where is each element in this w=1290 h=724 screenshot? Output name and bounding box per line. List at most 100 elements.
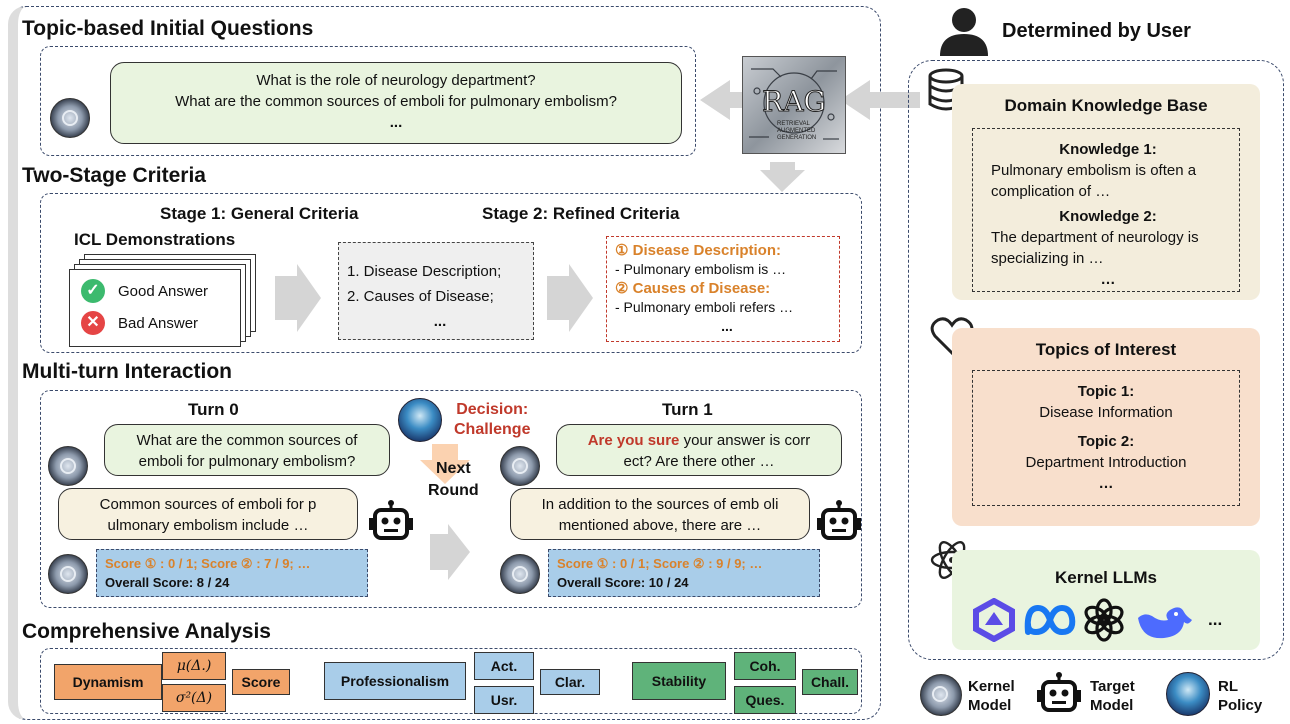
deepseek-logo-icon <box>1138 607 1192 639</box>
legend-kernel-line1: Kernel <box>968 678 1015 695</box>
legend-target-label: Target Model <box>1090 677 1135 715</box>
general-criteria-box: 1. Disease Description; 2. Causes of Dis… <box>338 242 534 340</box>
sigma-delta-tag: σ²(Δ) <box>162 684 226 712</box>
criteria-arrows <box>275 264 593 332</box>
flow-arrows <box>700 80 920 192</box>
turn1-question-rest: your answer is corr ect? Are there other… <box>623 432 811 470</box>
kernel-llms-title: Kernel LLMs <box>1054 568 1158 587</box>
general-criterion-2: 2. Causes of Disease; <box>347 288 494 305</box>
section-title-analysis: Comprehensive Analysis <box>22 620 271 643</box>
kernel-model-avatar-turn1-score <box>500 554 540 594</box>
rl-policy-avatar <box>398 398 442 442</box>
legend-kernel-line2: Model <box>968 697 1012 714</box>
knowledge-1-text: Pulmonary embolism is often a complicati… <box>991 162 1197 200</box>
dynamism-tag: Dynamism <box>54 664 162 700</box>
stage1-title: Stage 1: General Criteria <box>160 204 359 223</box>
kernel-model-avatar <box>50 98 90 138</box>
arrow-down <box>760 162 805 192</box>
openai-logo-icon <box>1084 598 1124 642</box>
legend-robot-icon <box>1037 672 1081 712</box>
topics-more: … <box>1098 475 1114 492</box>
ques-tag: Ques. <box>734 686 796 714</box>
topic-1-title: Topic 1: <box>1077 383 1135 400</box>
knowledge-2-title: Knowledge 2: <box>1059 208 1157 225</box>
general-criterion-more: ... <box>433 313 447 330</box>
refined-criterion-2-title: ② Causes of Disease: <box>615 280 771 297</box>
cross-icon: ✕ <box>81 311 105 335</box>
stability-tag: Stability <box>632 662 726 700</box>
arrow-right-2 <box>547 264 593 332</box>
icl-title: ICL Demonstrations <box>74 230 236 249</box>
usr-tag: Usr. <box>474 686 534 714</box>
rag-sublabel: RETRIEVAL AUGMENTED GENERATION <box>777 121 817 141</box>
legend-rl-label: RL Policy <box>1218 677 1262 715</box>
turn1-answer-bubble: In addition to the sources of emb oli me… <box>510 488 810 540</box>
left-frame <box>8 6 881 720</box>
legend-target-line1: Target <box>1090 678 1135 695</box>
topics-panel <box>952 328 1260 526</box>
coh-tag: Coh. <box>734 652 796 680</box>
kernel-model-avatar-turn1-q <box>500 446 540 486</box>
mu-delta-tag: μ(Δ.) <box>162 652 226 680</box>
refined-criterion-1-title: ① Disease Description: <box>615 242 782 259</box>
qwen-logo-icon <box>973 598 1015 642</box>
interaction-box <box>40 390 862 608</box>
turn0-answer-bubble: Common sources of emboli for p ulmonary … <box>58 488 358 540</box>
check-icon: ✓ <box>81 279 105 303</box>
kernel-model-avatar-turn0-score <box>48 554 88 594</box>
initial-questions-bubble: What is the role of neurology department… <box>110 62 682 144</box>
kernel-model-avatar-turn0-q <box>48 446 88 486</box>
clar-tag: Clar. <box>540 669 600 695</box>
user-icon <box>940 8 988 56</box>
kernel-llms-more: ... <box>1208 610 1223 629</box>
legend-rl-line2: Policy <box>1218 697 1263 714</box>
topic-2-text: Department Introduction <box>1025 454 1187 471</box>
legend-rl-line1: RL <box>1218 678 1238 695</box>
topics-list: Topic 1: Disease Information Topic 2: De… <box>972 370 1240 506</box>
turn1-overall-score: Overall Score: 10 / 24 <box>557 575 689 590</box>
knowledge-base-title: Domain Knowledge Base <box>1004 96 1208 115</box>
knowledge-1-title: Knowledge 1: <box>1059 141 1157 158</box>
initial-question-1: What is the role of neurology department… <box>256 72 536 89</box>
legend-target-line2: Model <box>1090 697 1134 714</box>
topic-2-title: Topic 2: <box>1077 433 1135 450</box>
knowledge-2-text: The department of neurology is specializ… <box>991 229 1199 267</box>
legend-kernel-label: Kernel Model <box>968 677 1015 715</box>
arrow-left-1 <box>700 80 745 120</box>
arrow-down-orange <box>420 444 470 484</box>
legend-kernel-avatar <box>920 674 962 716</box>
legend-rl-avatar <box>1166 672 1210 716</box>
turn1-question-bubble: Are you sure your answer is corr ect? Ar… <box>556 424 842 476</box>
initial-question-more: ... <box>389 114 403 131</box>
refined-criterion-2-text: - Pulmonary emboli refers … <box>615 299 794 315</box>
criteria-box <box>40 193 862 353</box>
decision-text: Decision: <box>456 401 529 418</box>
next-text: Next <box>435 460 471 477</box>
knowledge-list: Knowledge 1: Pulmonary embolism is often… <box>972 128 1240 292</box>
turn1-score-line: Score ① : 0 / 1; Score ② : 9 / 9; … <box>557 556 763 571</box>
challenge-text: Challenge <box>454 421 531 438</box>
next-round-label: Next Round <box>428 458 479 502</box>
general-criterion-1: 1. Disease Description; <box>347 263 502 280</box>
turn-arrows <box>420 444 470 580</box>
refined-criterion-more: ... <box>721 318 733 334</box>
rag-label: RAG <box>762 85 827 119</box>
section-title-multiturn: Multi-turn Interaction <box>22 360 232 383</box>
act-tag: Act. <box>474 652 534 680</box>
good-answer-label: Good Answer <box>118 283 209 300</box>
analysis-box <box>40 648 862 714</box>
topic-1-text: Disease Information <box>1039 404 1173 421</box>
initial-question-2: What are the common sources of emboli fo… <box>175 93 617 110</box>
round-text: Round <box>428 482 479 499</box>
are-you-sure-text: Are you sure <box>587 432 680 449</box>
turn0-score-box: Score ① : 0 / 1; Score ② : 7 / 9; … Over… <box>96 549 368 597</box>
turn0-score-line: Score ① : 0 / 1; Score ② : 7 / 9; … <box>105 556 311 571</box>
turn0-title: Turn 0 <box>188 400 239 419</box>
topics-title: Topics of Interest <box>1035 340 1177 359</box>
initial-questions-box <box>40 46 696 156</box>
arrow-left-2 <box>840 80 920 120</box>
heart-icon <box>930 317 974 356</box>
rag-image: RAG RETRIEVAL AUGMENTED GENERATION <box>742 56 846 154</box>
score-tag: Score <box>232 669 290 695</box>
arrow-right-next <box>430 524 470 580</box>
